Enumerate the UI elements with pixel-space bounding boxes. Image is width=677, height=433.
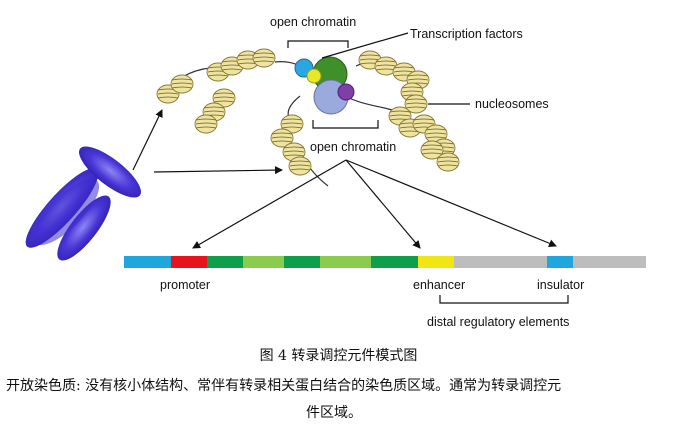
open-chromatin-bottom-bracket	[312, 120, 379, 129]
regulatory-elements-diagram: open chromatin Transcription factors nuc…	[25, 15, 646, 329]
nucleosome-group	[156, 48, 460, 176]
chromosome	[25, 146, 141, 261]
nucleosome	[282, 142, 306, 162]
nucleosome	[420, 140, 444, 160]
nucleosome	[194, 114, 218, 134]
open-chromatin-top-bracket	[287, 40, 349, 48]
nucleosome	[212, 88, 236, 108]
promoter-label: promoter	[160, 278, 210, 292]
arrow-chromosome-up	[132, 109, 163, 171]
segment-green-1	[207, 256, 243, 268]
transcription-factors-label: Transcription factors	[410, 27, 523, 41]
tf-leader-line	[321, 32, 409, 59]
description-line-2: 件区域。	[306, 405, 362, 421]
enhancer-label: enhancer	[413, 278, 465, 292]
segment-green-2	[284, 256, 320, 268]
nucleosome	[288, 156, 312, 176]
nucleosome	[436, 152, 460, 172]
insulator-label: insulator	[537, 278, 584, 292]
nucleosome	[404, 94, 428, 114]
nucleosome	[170, 74, 194, 94]
segment-yellow	[418, 256, 454, 268]
nucleosome	[252, 48, 276, 68]
description-line-1: 开放染色质: 没有核小体结构、常伴有转录相关蛋白结合的染色质区域。通常为转录调控…	[6, 378, 562, 394]
figure-caption: 图 4 转录调控元件模式图	[259, 348, 418, 364]
transcription-factors	[294, 56, 355, 115]
segment-cyan	[124, 256, 171, 268]
nucleosome	[280, 114, 304, 134]
arrow-to-insulator	[345, 159, 557, 248]
open-chromatin-top-label: open chromatin	[270, 15, 356, 29]
open-chromatin-bottom-label: open chromatin	[310, 140, 396, 154]
segment-cyan-2	[547, 256, 573, 268]
distal-regulatory-label: distal regulatory elements	[427, 315, 569, 329]
nucleosome	[270, 128, 294, 148]
distal-regulatory-bracket	[439, 295, 569, 304]
segment-red	[171, 256, 207, 268]
arrow-chromosome-right	[153, 166, 283, 175]
arrow-to-promoter	[192, 159, 347, 249]
dna-segment-bar	[124, 256, 646, 268]
tf-purple-protein	[337, 83, 355, 101]
segment-light-green-1	[243, 256, 284, 268]
nucleosomes-label: nucleosomes	[475, 97, 549, 111]
segment-light-green-2	[320, 256, 371, 268]
segment-gray-2	[573, 256, 646, 268]
nucleosome	[424, 124, 448, 144]
tf-yellow-protein	[306, 68, 322, 84]
segment-gray-1	[454, 256, 547, 268]
segment-green-3	[371, 256, 418, 268]
arrow-to-enhancer	[345, 159, 421, 249]
